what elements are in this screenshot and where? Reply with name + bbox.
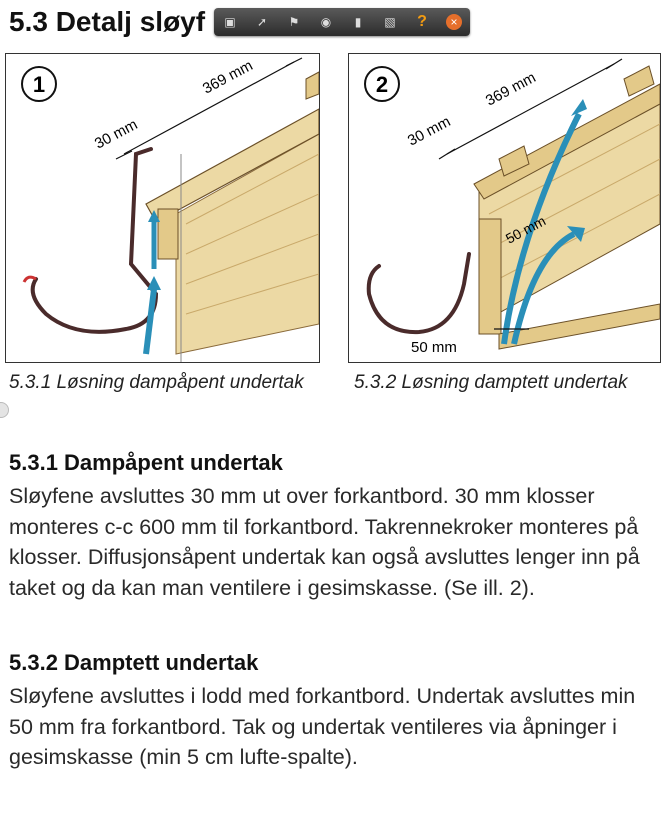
- dim-tick-2: [285, 57, 303, 67]
- gutter: [366, 252, 471, 335]
- wall-post: [478, 218, 502, 335]
- document-icon[interactable]: ▧: [384, 15, 396, 29]
- dim-tick-2b: [605, 58, 623, 70]
- figure-1: 1 369 mm 30 mm: [5, 53, 320, 363]
- dim-tick-1: [115, 150, 133, 160]
- vent-arrowhead-1: [147, 276, 161, 290]
- dim-line-top: [123, 61, 295, 155]
- cursor-icon[interactable]: ➚: [256, 15, 268, 29]
- vent-arrowhead-a: [571, 99, 587, 116]
- section-1-body: Sløyfene avsluttes 30 mm ut over forkant…: [9, 484, 640, 600]
- figure-2-drawing: 2 369 mm 30 mm 50 mm 50 mm: [364, 58, 660, 356]
- figure-1-drawing: 1 369 mm 30 mm: [21, 57, 319, 362]
- close-icon[interactable]: ×: [443, 12, 465, 32]
- batten: [305, 71, 319, 100]
- section-2-title: 5.3.2 Damptett undertak: [9, 650, 259, 675]
- fascia-block: [157, 208, 179, 260]
- bookmark-icon[interactable]: ⚑: [288, 15, 300, 29]
- page-icon[interactable]: ▣: [224, 15, 236, 29]
- vent-arrow-b: [511, 231, 576, 345]
- figure-2-caption: 5.3.2 Løsning damptett undertak: [354, 372, 628, 393]
- vent-arrow-1: [143, 288, 157, 355]
- dim-label-369-2: 369 mm: [483, 69, 539, 109]
- binoculars-icon[interactable]: ◉: [320, 15, 332, 29]
- figure-1-caption: 5.3.1 Løsning dampåpent undertak: [9, 372, 304, 393]
- dim-tick-2a: [438, 148, 456, 160]
- floating-toolbar: ▣ ➚ ⚑ ◉ ▮ ▧ ? ×: [214, 8, 470, 36]
- vent-arrowhead-2: [148, 210, 160, 222]
- figure-number-badge-2: [364, 66, 400, 102]
- figure-number-badge: [21, 66, 57, 102]
- dim-label-50-bottom: 50 mm: [411, 339, 457, 356]
- note-icon[interactable]: ▮: [354, 15, 362, 29]
- help-icon[interactable]: ?: [417, 13, 427, 30]
- section-1-title: 5.3.1 Dampåpent undertak: [9, 450, 283, 475]
- figure-number-2: 2: [376, 72, 388, 97]
- scroll-handle[interactable]: [0, 402, 9, 418]
- dim-label-30: 30 mm: [92, 116, 140, 153]
- vent-arrowhead-b: [567, 226, 585, 242]
- wood-grain: [185, 153, 319, 315]
- figure-number: 1: [33, 72, 45, 97]
- hook-tip: [22, 275, 37, 283]
- figure-2: 2 369 mm 30 mm 50 mm 50 mm: [348, 53, 661, 363]
- page-heading: 5.3 Detalj sløyf: [9, 6, 206, 37]
- section-2-body: Sløyfene avsluttes i lodd med forkantbor…: [9, 684, 636, 769]
- gutter-hook: [30, 147, 159, 334]
- vent-arrow-a: [501, 112, 582, 345]
- batten-2b: [623, 65, 655, 97]
- wall-board: [175, 133, 319, 355]
- dim-label-30-2: 30 mm: [405, 113, 453, 150]
- dim-line-top-2: [446, 63, 615, 155]
- soffit: [498, 303, 660, 350]
- dim-label-369: 369 mm: [200, 57, 256, 97]
- batten-2a: [498, 145, 530, 177]
